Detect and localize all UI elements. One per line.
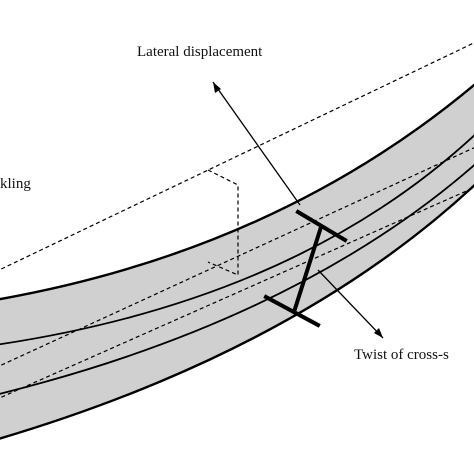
original-cross-section-dashed [207,169,239,276]
beam-top-flange-edge [0,83,474,301]
original-beam-top-dashed-line [0,42,474,271]
twist-label-fragment: Twist of cross-s [354,347,449,363]
lateral-displacement-arrow [212,81,301,206]
original-beam-bottom-dashed-line [0,187,474,399]
twist-arrow [317,269,384,339]
beam-top-flange-inner-line [0,134,474,346]
lateral-displacement-label: Lateral displacement [137,44,263,60]
buckled-beam-band [0,84,474,439]
buckling-label-fragment: kling [0,176,31,192]
beam-bottom-flange-edge [0,183,474,440]
twisted-cross-section [263,209,348,328]
